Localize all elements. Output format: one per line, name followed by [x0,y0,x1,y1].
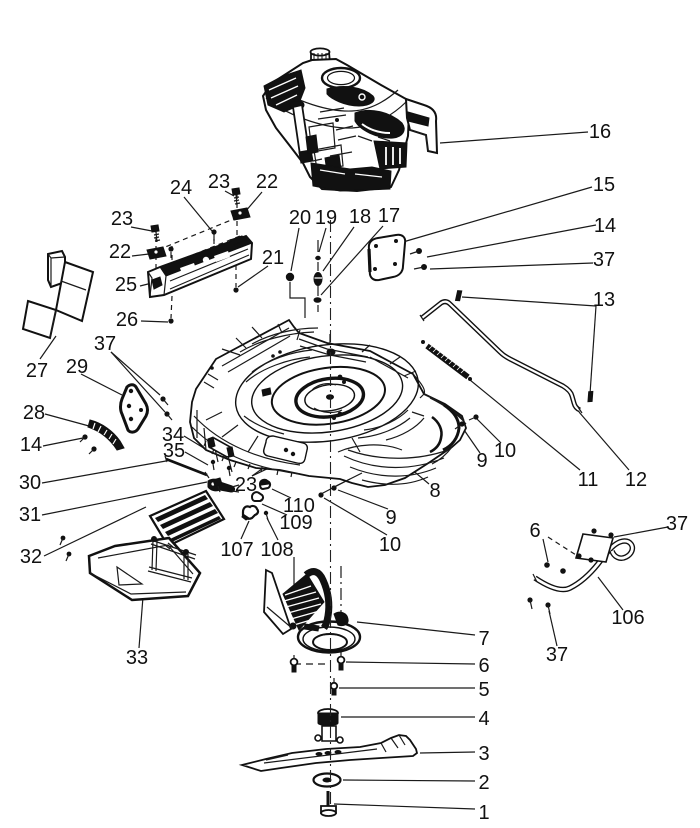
svg-text:28: 28 [23,402,45,424]
svg-text:3: 3 [478,743,489,765]
svg-text:4: 4 [478,708,489,730]
svg-text:25: 25 [115,274,137,296]
svg-text:14: 14 [594,215,616,237]
svg-text:31: 31 [19,504,41,526]
svg-text:6: 6 [478,655,489,677]
svg-text:23: 23 [111,208,133,230]
svg-text:7: 7 [478,628,489,650]
svg-text:14: 14 [20,434,42,456]
svg-text:30: 30 [19,472,41,494]
svg-text:15: 15 [593,174,615,196]
svg-text:10: 10 [494,440,516,462]
svg-text:26: 26 [116,309,138,331]
svg-text:23: 23 [208,171,230,193]
svg-text:5: 5 [478,679,489,701]
svg-text:18: 18 [349,206,371,228]
svg-text:19: 19 [315,207,337,229]
svg-text:10: 10 [379,534,401,556]
svg-text:2: 2 [478,772,489,794]
svg-text:21: 21 [262,247,284,269]
svg-text:27: 27 [26,360,48,382]
svg-text:16: 16 [589,121,611,143]
svg-text:6: 6 [529,520,540,542]
svg-text:35: 35 [163,440,185,462]
svg-text:8: 8 [429,480,440,502]
svg-text:23: 23 [235,474,257,496]
svg-text:34: 34 [162,424,184,446]
svg-text:22: 22 [109,241,131,263]
svg-text:13: 13 [593,289,615,311]
svg-text:37: 37 [546,644,568,666]
svg-text:37: 37 [666,513,688,535]
svg-text:20: 20 [289,207,311,229]
svg-text:9: 9 [385,507,396,529]
svg-text:106: 106 [611,607,644,629]
svg-text:9: 9 [476,450,487,472]
svg-text:33: 33 [126,647,148,669]
svg-text:37: 37 [94,333,116,355]
svg-text:108: 108 [260,539,293,561]
svg-text:32: 32 [20,546,42,568]
svg-text:24: 24 [170,177,192,199]
svg-text:11: 11 [578,469,599,491]
svg-text:17: 17 [378,205,400,227]
svg-text:1: 1 [478,802,489,824]
svg-text:29: 29 [66,356,88,378]
svg-text:22: 22 [256,171,278,193]
svg-text:110: 110 [283,495,315,517]
svg-text:12: 12 [625,469,647,491]
svg-text:109: 109 [279,512,312,534]
svg-text:37: 37 [593,249,615,271]
svg-text:107: 107 [220,539,253,561]
